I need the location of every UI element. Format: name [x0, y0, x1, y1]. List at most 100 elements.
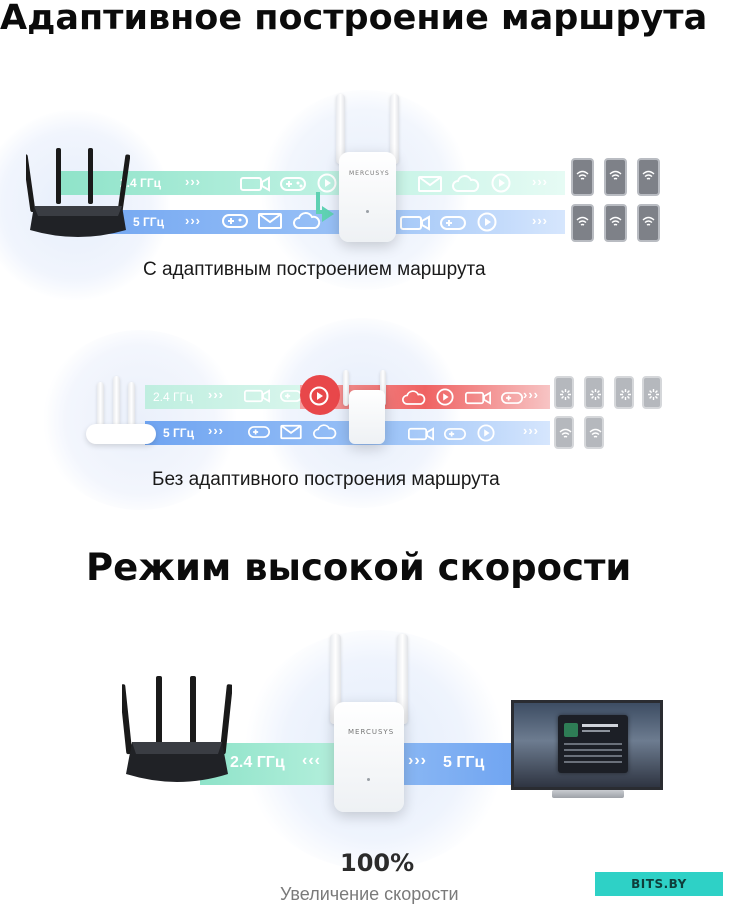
section3-title: Режим высокой скорости [86, 546, 632, 589]
router-glow [40, 330, 240, 510]
band-5-label: 5 ГГц [133, 215, 164, 229]
wifi-icon [609, 216, 622, 226]
video-icon [408, 427, 434, 441]
extender-antenna [336, 94, 345, 164]
cloud-icon [452, 175, 480, 192]
wifi-icon [642, 216, 655, 226]
phone-device-loading [554, 376, 574, 409]
wifi-icon [642, 170, 655, 180]
phone-device-loading [614, 376, 634, 409]
band-5-label: 5 ГГц [443, 754, 485, 771]
mail-icon [418, 176, 442, 192]
router-image [26, 148, 130, 237]
caption-no-adaptive: Без адаптивного построения маршрута [152, 469, 500, 490]
arrows-icon: ››› [523, 387, 539, 402]
play-icon [477, 424, 495, 442]
arrows-icon: ››› [185, 213, 201, 228]
video-icon [240, 176, 270, 192]
video-icon [400, 215, 430, 231]
router-antenna [113, 376, 120, 426]
tv-app-window [558, 715, 628, 773]
arrows-icon: ››› [208, 423, 224, 438]
arrows-icon: ››› [185, 174, 201, 189]
video-icon [464, 391, 491, 405]
speed-caption: Увеличение скорости [280, 884, 459, 904]
play-icon [309, 386, 329, 406]
arrows-icon: ››› [408, 752, 427, 769]
cloud-icon [292, 212, 321, 229]
band-5ghz-top [60, 210, 565, 234]
extender-antenna [343, 370, 349, 406]
traffic-icons-faded [244, 388, 308, 409]
play-icon [477, 212, 497, 232]
band-5-label: 5 ГГц [163, 426, 194, 440]
arrow-down-icon [316, 192, 334, 222]
extender-brand: MERCUSYS [348, 728, 395, 736]
band-24-label: 2.4 ГГц [153, 390, 193, 404]
mail-icon [280, 424, 303, 440]
phone-device-loading [642, 376, 662, 409]
section1-title: Адаптивное построение маршрута [0, 0, 708, 38]
band-5ghz-bottom [145, 421, 550, 445]
gamepad-icon [248, 426, 270, 438]
phone-device [571, 204, 594, 242]
traffic-icons-bottom-right [400, 212, 503, 237]
loading-icon [560, 389, 571, 400]
range-extender: MERCUSYS [339, 152, 396, 242]
play-icon [317, 173, 337, 193]
extender-antenna [380, 370, 386, 406]
band-24ghz-faded [145, 385, 305, 409]
phone-device [637, 204, 660, 242]
gamepad-icon [501, 392, 524, 404]
arrows-icon: ‹‹‹ [302, 752, 321, 769]
wifi-icon [576, 170, 589, 180]
traffic-icons-blue-right [408, 424, 501, 447]
loading-icon [620, 389, 631, 400]
phone-device [604, 204, 627, 242]
cloud-icon [312, 424, 337, 439]
traffic-icons-red [402, 388, 529, 411]
play-icon [491, 173, 511, 193]
caption-adaptive: С адаптивным построением маршрута [143, 259, 486, 280]
tv-stand [552, 790, 624, 798]
tv-screen [511, 700, 663, 790]
phone-device [637, 158, 660, 196]
gamepad-icon [440, 216, 467, 230]
extender-led [366, 210, 369, 213]
arrows-icon: ››› [208, 387, 224, 402]
band-5ghz-highspeed [394, 743, 519, 785]
wifi-icon [589, 428, 602, 438]
mail-icon [258, 213, 283, 229]
white-router [86, 424, 156, 444]
band-24ghz-top [60, 171, 565, 195]
extender-antenna [390, 94, 399, 164]
band-24-label: 2.4 ГГц [230, 754, 285, 771]
cloud-icon [402, 390, 426, 405]
traffic-icons-blue [248, 424, 343, 445]
wifi-icon [609, 170, 622, 180]
gamepad-icon [444, 428, 467, 440]
phone-device [584, 416, 604, 449]
wifi-icon [559, 428, 572, 438]
arrows-icon: ››› [532, 213, 548, 228]
phone-device [554, 416, 574, 449]
extender-antenna [397, 634, 408, 724]
extender-antenna [330, 634, 341, 724]
extender-brand: MERCUSYS [349, 170, 390, 177]
phone-device [571, 158, 594, 196]
extender-led [367, 778, 370, 781]
traffic-icons-top-right [418, 173, 517, 198]
arrows-icon: ››› [532, 174, 548, 189]
gamepad-icon [280, 177, 307, 191]
router-antenna [128, 382, 135, 428]
phone-device [604, 158, 627, 196]
gamepad-icon [222, 214, 248, 228]
speed-percent: 100% [340, 849, 415, 877]
traffic-icons-bottom-left [222, 212, 327, 235]
router-antenna [97, 382, 104, 428]
video-icon [244, 389, 270, 403]
arrows-icon: ››› [523, 423, 539, 438]
play-icon [436, 388, 455, 406]
range-extender [349, 390, 385, 444]
traffic-icons-top-left [240, 173, 343, 198]
